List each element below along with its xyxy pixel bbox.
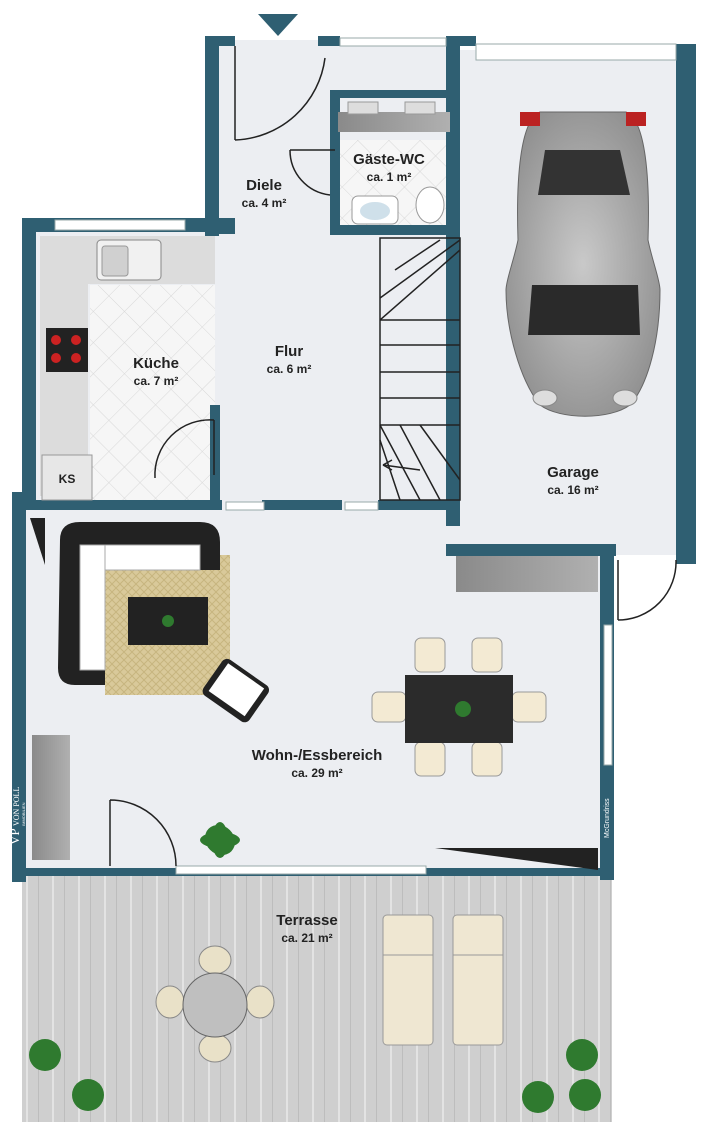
sideboard xyxy=(456,556,598,592)
sofa-set xyxy=(58,522,270,723)
doors xyxy=(109,46,677,867)
sun-loungers xyxy=(382,914,504,1046)
speaker xyxy=(30,518,45,565)
car-icon xyxy=(505,111,661,417)
room-name-wohn: Wohn-/Essbereich xyxy=(252,747,383,764)
room-area-flur: ca. 6 m² xyxy=(267,362,312,376)
room-name-diele: Diele xyxy=(246,177,282,194)
room-labels: Diele ca. 4 m² Gäste-WC ca. 1 m² Küche c… xyxy=(133,151,599,945)
logo-sub: IMMOBILIEN xyxy=(21,802,26,826)
room-area-diele: ca. 4 m² xyxy=(242,196,287,210)
fireplace xyxy=(435,848,598,870)
shelf xyxy=(32,735,70,860)
terrace-table-set xyxy=(155,945,275,1063)
plant-icon xyxy=(200,822,240,858)
kitchen-counter xyxy=(40,236,215,501)
room-area-terrasse: ca. 21 m² xyxy=(281,931,332,945)
room-name-flur: Flur xyxy=(275,343,303,360)
room-area-garage: ca. 16 m² xyxy=(547,483,598,497)
room-area-wohn: ca. 29 m² xyxy=(291,766,342,780)
room-area-gaeste-wc: ca. 1 m² xyxy=(367,170,412,184)
room-area-kueche: ca. 7 m² xyxy=(134,374,179,388)
logo-mark: VP xyxy=(7,828,22,845)
room-name-garage: Garage xyxy=(547,464,599,481)
room-name-terrasse: Terrasse xyxy=(276,912,337,929)
staircase xyxy=(379,237,461,501)
windows xyxy=(54,37,677,875)
terrace-deck xyxy=(22,872,612,1122)
room-name-kueche: Küche xyxy=(133,355,179,372)
vonpoll-logo: VP VON POLL IMMOBILIEN xyxy=(7,787,26,845)
kitchen-tiles xyxy=(90,285,215,500)
logo-text: VON POLL xyxy=(12,787,21,826)
credit-label: McGrundriss xyxy=(604,798,611,838)
room-name-gaeste-wc: Gäste-WC xyxy=(353,151,425,168)
fridge-label: KS xyxy=(59,472,76,486)
wc-fixtures xyxy=(338,101,450,225)
dining-set xyxy=(371,637,547,777)
entrance-arrow-icon xyxy=(258,14,298,36)
terrace-plants xyxy=(29,1039,601,1113)
